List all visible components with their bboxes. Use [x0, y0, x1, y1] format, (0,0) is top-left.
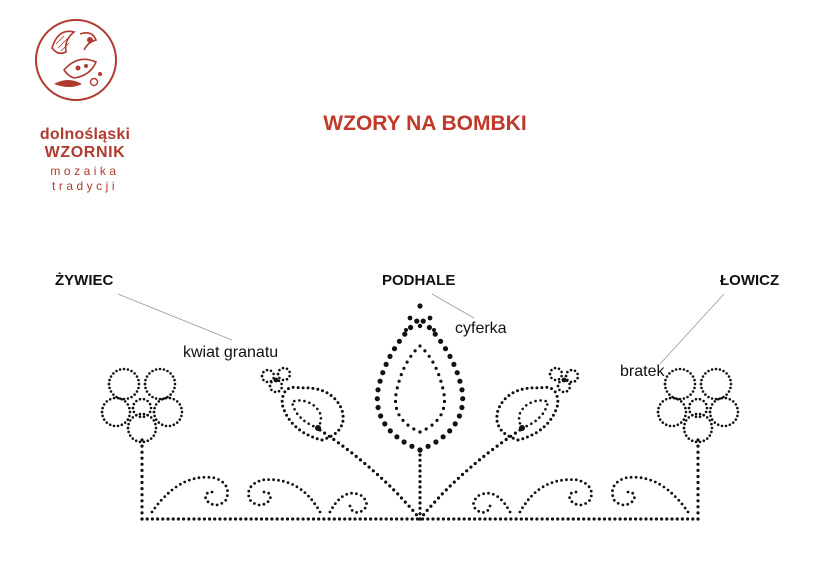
dotted-pattern [100, 303, 740, 521]
logo-line-1: dolnośląski [39, 126, 131, 143]
motif-label-pomegranate: kwiat granatu [183, 344, 279, 361]
logo: dolnośląski WZORNIK mozaika tradycji [30, 18, 140, 193]
motif-label-cyferka: cyferka [455, 320, 507, 337]
region-label-podhale: PODHALE [382, 272, 456, 289]
page-title: WZORY NA BOMBKI [323, 112, 527, 135]
logo-line-3: mozaika [50, 164, 120, 178]
leader-lines [117, 293, 725, 365]
region-label-zywiec: ŻYWIEC [55, 272, 114, 289]
region-label-lowicz: ŁOWICZ [720, 272, 780, 289]
logo-line-4: tradycji [51, 179, 118, 193]
logo-line-2: WZORNIK [44, 144, 126, 161]
logo-emblem-icon [35, 19, 117, 101]
motif-label-pansy: bratek [620, 363, 665, 380]
